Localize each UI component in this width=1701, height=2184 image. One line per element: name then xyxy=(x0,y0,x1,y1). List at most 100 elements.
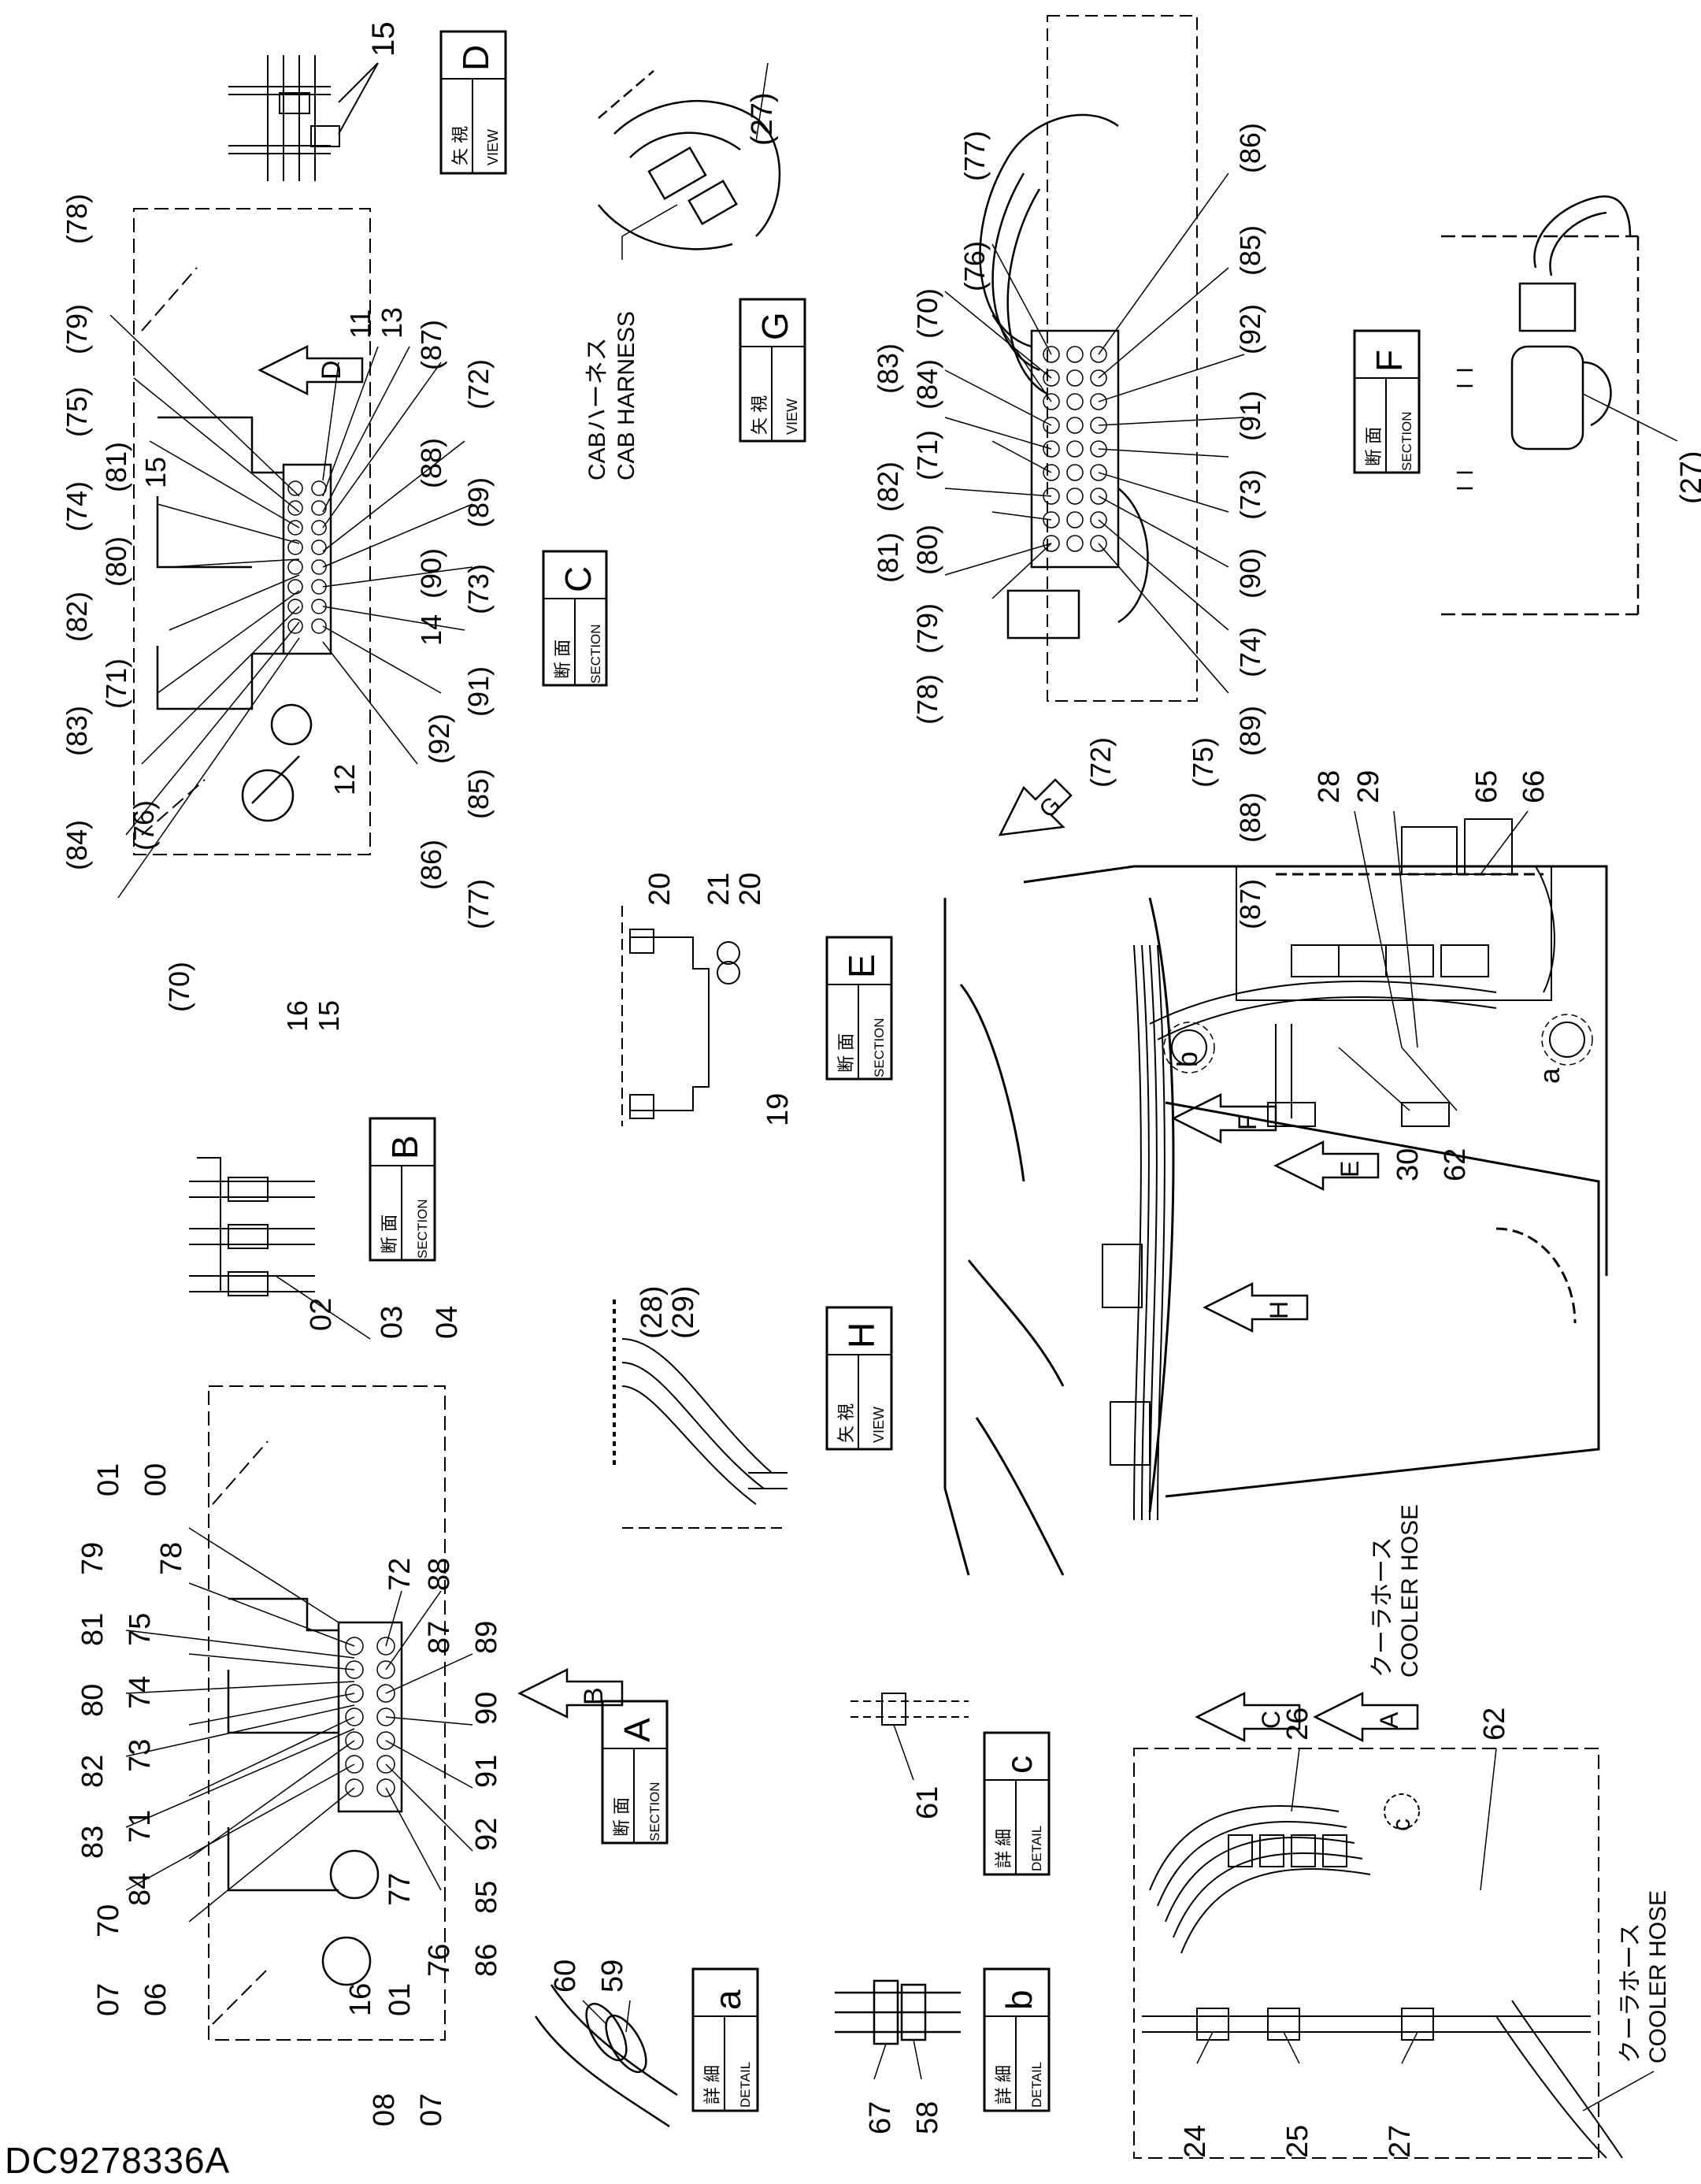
detail-c-letter: c xyxy=(999,1756,1040,1774)
section-c-label-en: SECTION xyxy=(588,624,603,684)
sec-a-num-75: 75 xyxy=(124,1613,157,1646)
part-label-89: (89) xyxy=(462,477,495,528)
detail-label-88: (88) xyxy=(1234,792,1266,843)
main-arrow-c: C xyxy=(1195,1691,1301,1743)
section-b-title-box: B 断 面 SECTION xyxy=(369,1117,436,1262)
detail-a-drawing xyxy=(534,1984,678,2128)
main-upper-part-labels: 65 66 28 29 30 62 xyxy=(1313,770,1551,1181)
section-a-frame xyxy=(208,1385,446,2041)
part-label-86: (86) xyxy=(415,840,447,890)
main-callout-a: a xyxy=(1533,1067,1566,1084)
sec-a-num-88: 88 xyxy=(423,1558,456,1591)
view-h-drawing xyxy=(613,1300,788,1529)
detail-label-87: (87) xyxy=(1234,879,1266,929)
cab-harness-label-jp: CABハーネス xyxy=(584,337,610,480)
view-h-title-box: H 矢 視 VIEW xyxy=(825,1306,893,1451)
detail-label-79: (79) xyxy=(911,603,943,654)
part-label-11: 11 xyxy=(344,310,376,339)
sec-a-num-82: 82 xyxy=(76,1755,109,1788)
part-label-15: 15 xyxy=(366,22,401,57)
detail-label-91: (91) xyxy=(1234,391,1266,441)
view-h-letter: H xyxy=(841,1322,882,1348)
detail-a-title-box: a 詳 細 DETAIL xyxy=(691,1967,759,2112)
main-upper-leaders xyxy=(1338,810,1529,1111)
section-a-label-en: SECTION xyxy=(647,1782,662,1841)
main-arrow-f: F xyxy=(1171,1092,1277,1144)
detail-b-label-en: DETAIL xyxy=(1029,2062,1044,2108)
section-a-bottom-numbers: 72 88 87 89 90 91 92 85 86 76 77 16 01 0… xyxy=(344,1558,503,2127)
cooler-hose-bottom-en: COOLER HOSE xyxy=(1645,1890,1671,2063)
main-part-28: 28 xyxy=(1313,770,1346,803)
view-d-title-box: D 矢 視 VIEW xyxy=(439,30,507,175)
main-arrow-h: H xyxy=(1203,1281,1309,1333)
arrow-c-letter: C xyxy=(1257,1711,1285,1729)
sec-a-num-07: 07 xyxy=(92,1983,125,2016)
sec-a-num-84: 84 xyxy=(124,1873,157,1906)
detail-label-72: (72) xyxy=(1084,737,1117,788)
detail-label-70: (70) xyxy=(911,288,943,339)
section-b-part-04: 04 xyxy=(431,1306,464,1339)
arrow-e-letter: E xyxy=(1336,1161,1364,1177)
section-c-right-labels: 11 13 (87) (72) (88) (89) (90) (73) 14 (… xyxy=(139,307,495,1032)
part-label-76: (76) xyxy=(128,800,160,851)
detail-label-73: (73) xyxy=(1234,469,1266,520)
section-c-leaders xyxy=(109,314,473,899)
section-c-title-box: C 断 面 SECTION xyxy=(542,550,608,687)
sec-a-num-89: 89 xyxy=(470,1621,503,1654)
detail-label-82: (82) xyxy=(872,462,904,512)
section-e-letter: E xyxy=(841,954,882,978)
main-part-29: 29 xyxy=(1352,770,1385,803)
view-d-drawing xyxy=(228,55,379,181)
section-e-part-20: 20 xyxy=(734,873,767,906)
main-part-24: 24 xyxy=(1179,2125,1212,2158)
detail-b-title-box: b 詳 細 DETAIL xyxy=(983,1967,1051,2112)
section-e-title-box: E 断 面 SECTION xyxy=(825,936,893,1081)
part-label-75: (75) xyxy=(61,387,93,437)
part-label-79: (79) xyxy=(61,304,93,354)
section-e-drawing xyxy=(621,906,740,1126)
section-c-bracket xyxy=(156,416,332,822)
part-label-82: (82) xyxy=(61,591,93,642)
part-label-15-bottom: 15 xyxy=(313,1000,345,1032)
part-label-77: (77) xyxy=(462,879,495,929)
view-h-label-jp: 矢 視 xyxy=(836,1403,856,1443)
view-h-label-en: VIEW xyxy=(871,1407,887,1443)
detail-c-group: 61 c 詳 細 DETAIL xyxy=(850,1693,1051,1876)
sec-a-num-16: 16 xyxy=(344,1983,377,2016)
section-f-part-27: (27) xyxy=(1675,451,1701,504)
detail-cluster-drawing xyxy=(979,113,1149,640)
detail-cluster-frame xyxy=(1047,15,1198,702)
sec-a-num-00: 00 xyxy=(139,1463,172,1496)
main-lower-part-labels: 26 62 24 25 27 xyxy=(1179,1708,1511,2158)
detail-label-78: (78) xyxy=(911,674,943,725)
main-part-62-lower: 62 xyxy=(1478,1708,1511,1741)
detail-label-85: (85) xyxy=(1234,225,1266,276)
cooler-hose-bottom-jp: クーラホース xyxy=(1618,1923,1644,2064)
cooler-hose-top-jp: クーラホース xyxy=(1369,1537,1395,1678)
cooler-hose-label-top: クーラホース COOLER HOSE xyxy=(1369,1504,1423,1678)
part-label-84: (84) xyxy=(61,820,93,870)
arrow-a-letter: A xyxy=(1375,1711,1403,1729)
main-part-26: 26 xyxy=(1281,1708,1314,1741)
section-f-title-box: F 断 面 SECTION xyxy=(1353,329,1421,474)
section-e-part-21: 21 xyxy=(702,873,736,906)
detail-label-80: (80) xyxy=(911,525,943,575)
detail-label-81: (81) xyxy=(872,532,904,583)
main-part-66: 66 xyxy=(1518,770,1551,803)
section-c-label-jp: 断 面 xyxy=(553,640,573,679)
detail-label-90: (90) xyxy=(1234,548,1266,599)
arrow-h-letter: H xyxy=(1265,1301,1293,1319)
part-label-88: (88) xyxy=(415,438,447,488)
section-b-part-02: 02 xyxy=(305,1298,338,1331)
sec-a-num-80: 80 xyxy=(76,1684,109,1717)
detail-label-89: (89) xyxy=(1234,706,1266,756)
part-label-87: (87) xyxy=(415,320,447,370)
detail-label-84: (84) xyxy=(911,359,943,410)
part-label-81: (81) xyxy=(100,442,132,492)
section-b-label-jp: 断 面 xyxy=(380,1214,399,1254)
view-g-group: (27) CABハーネス CAB HARNESS G 矢 視 VIEW xyxy=(584,62,806,480)
section-b-label-en: SECTION xyxy=(415,1199,430,1259)
section-e-label-jp: 断 面 xyxy=(836,1033,856,1073)
part-label-92: (92) xyxy=(423,714,455,764)
section-a-bracket xyxy=(227,1597,403,1986)
